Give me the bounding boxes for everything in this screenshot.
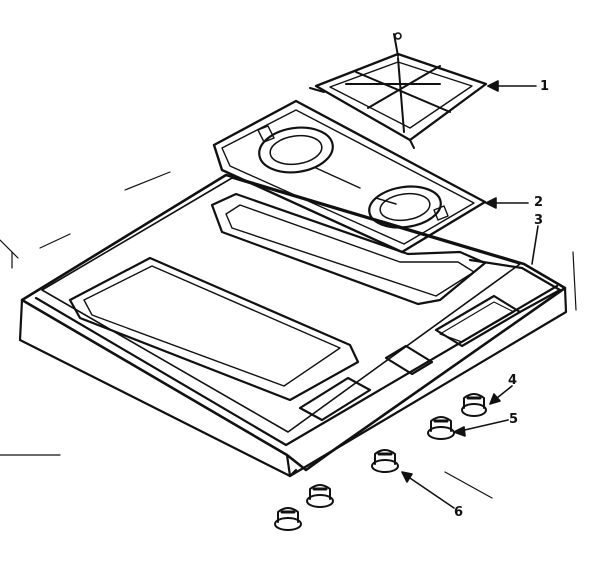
knob-b <box>274 507 302 531</box>
knob-6 <box>371 449 399 473</box>
knob-4 <box>461 393 487 417</box>
callout-2: 2 <box>534 195 544 210</box>
callout-4: 4 <box>508 373 518 388</box>
control-slot-right <box>434 294 522 348</box>
knob-a <box>306 484 334 508</box>
callout-3: 3 <box>534 213 544 228</box>
callout-1: 1 <box>540 79 550 94</box>
callout-5: 5 <box>509 412 519 427</box>
burner-box <box>212 99 487 254</box>
control-slot-center <box>384 344 434 376</box>
burner-grate <box>309 32 488 149</box>
control-knobs <box>274 393 487 531</box>
sketch-marks <box>0 171 577 499</box>
leader-lines <box>401 80 539 509</box>
knob-5 <box>427 416 455 440</box>
range-top <box>18 173 568 478</box>
callout-6: 6 <box>454 505 464 520</box>
control-slot-left <box>298 376 372 422</box>
